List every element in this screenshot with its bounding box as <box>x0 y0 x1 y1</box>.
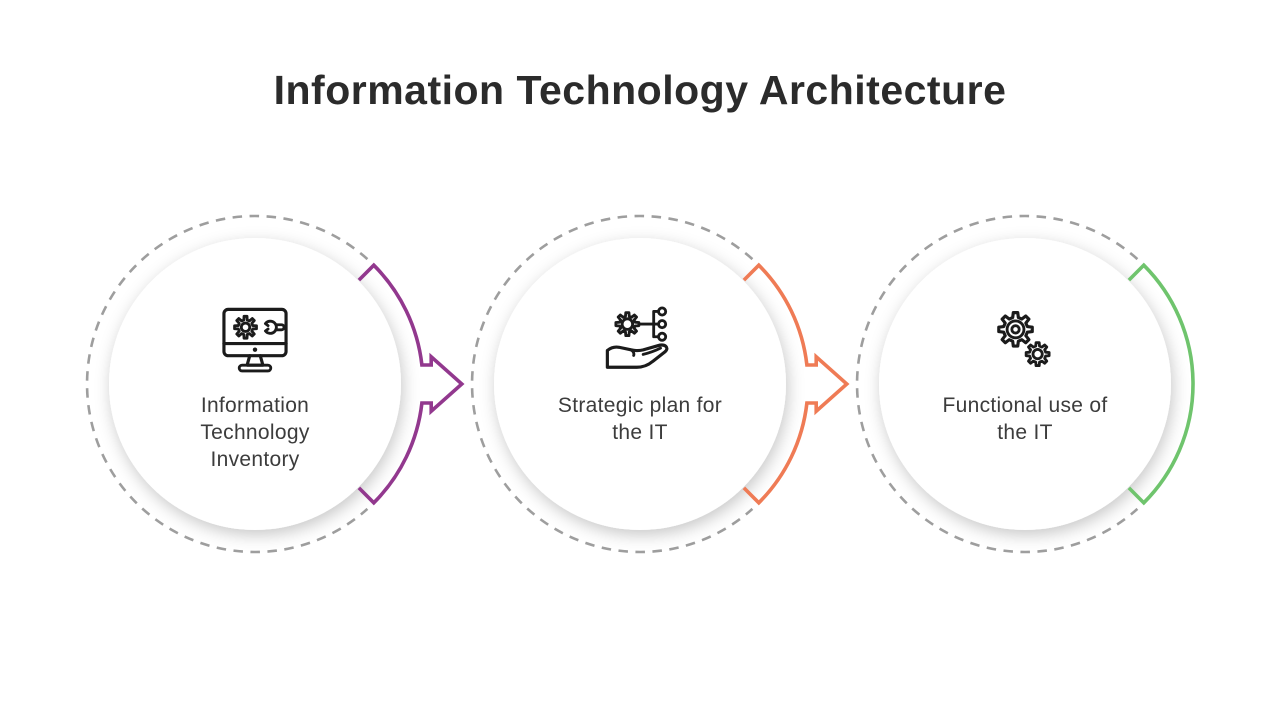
hand-gear-network-icon <box>605 306 669 369</box>
step-2-content: Strategic plan for the IT <box>540 302 740 447</box>
step-2-strategic-plan-for-the-it: Strategic plan for the IT <box>460 204 860 572</box>
connector-arc <box>1127 262 1195 506</box>
connector-arrow <box>357 262 465 506</box>
connector-arrow <box>742 262 850 506</box>
page-title: Information Technology Architecture <box>273 67 1007 113</box>
dashed-ring <box>855 214 1139 554</box>
step-label: Information Technology Inventory <box>200 394 310 471</box>
step-circle <box>494 238 786 530</box>
step-label: Strategic plan for the IT <box>557 394 723 444</box>
step-3-functional-use-of-the-it: Functional use of the IT <box>845 204 1245 572</box>
step-1-information-technology-inventory: Information Technology Inventory <box>75 204 475 572</box>
dashed-ring <box>470 214 754 554</box>
monitor-gear-wrench-icon <box>222 307 288 373</box>
step-3-rings <box>855 214 1195 554</box>
step-1-content: Information Technology Inventory <box>155 302 355 474</box>
step-1-rings <box>85 214 465 554</box>
step-circle <box>109 238 401 530</box>
dashed-ring <box>85 214 369 554</box>
step-2-rings <box>470 214 850 554</box>
step-label: Functional use of the IT <box>942 394 1108 444</box>
double-gears-icon <box>997 311 1051 367</box>
step-3-content: Functional use of the IT <box>925 302 1125 447</box>
step-circle <box>879 238 1171 530</box>
